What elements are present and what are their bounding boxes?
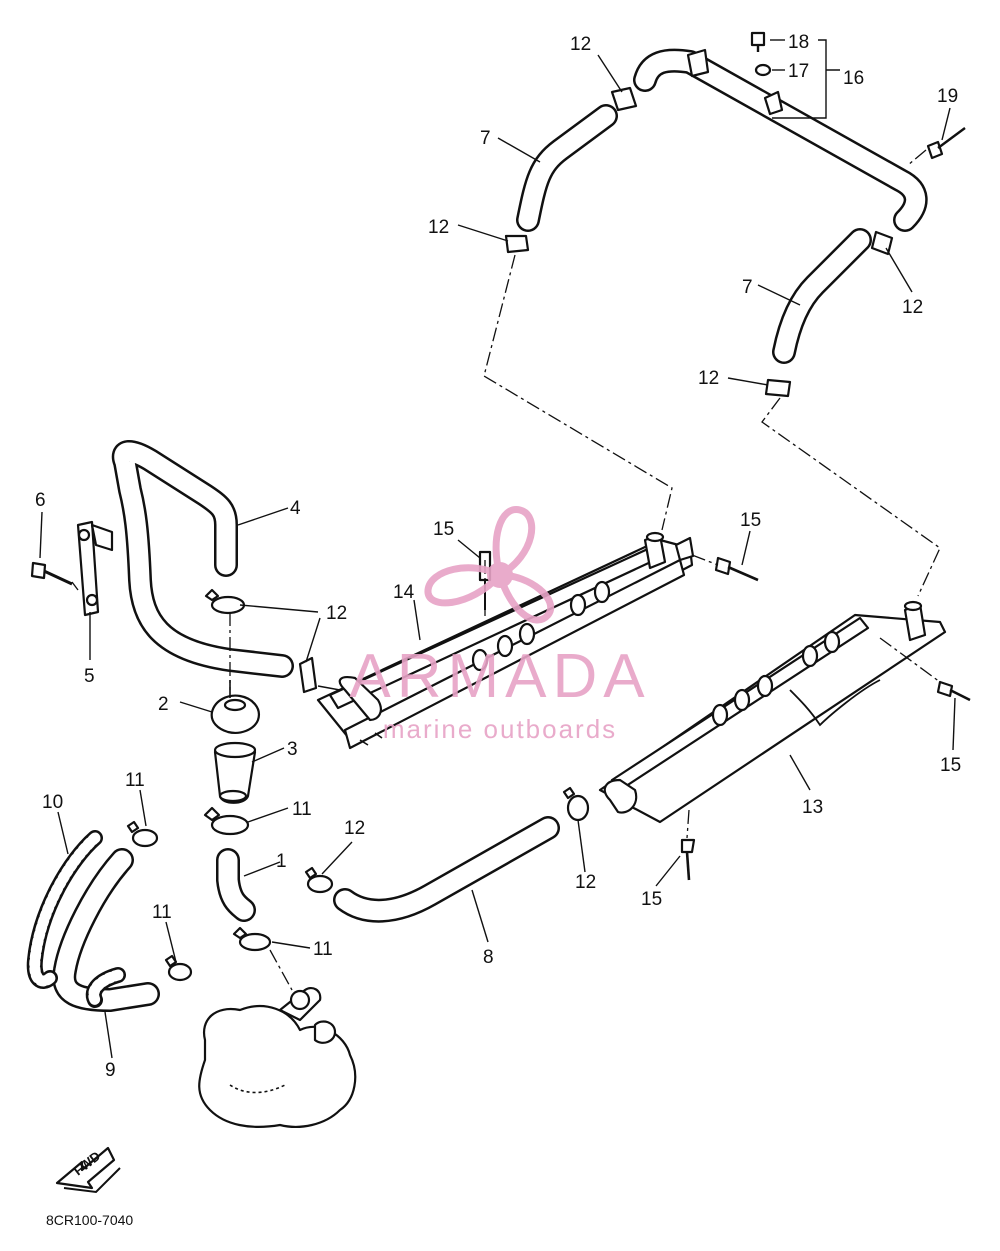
hose-clamp [870, 230, 894, 256]
callout-14: 14 [393, 582, 415, 603]
bolt-6 [30, 561, 73, 586]
callout-11: 11 [313, 939, 333, 960]
callout-3: 3 [287, 739, 298, 760]
callout-12: 12 [575, 872, 596, 893]
callout-12: 12 [326, 603, 347, 624]
callout-9: 9 [105, 1060, 116, 1081]
bolt-15 [936, 680, 971, 702]
thermostat-cover-2 [210, 680, 260, 734]
hose-clamp [204, 588, 246, 615]
bypass-pipe-16 [633, 48, 928, 232]
callout-13: 13 [802, 797, 823, 818]
callout-1: 1 [276, 851, 287, 872]
callout-19: 19 [937, 86, 958, 107]
callout-18: 18 [788, 32, 809, 53]
hose-clamp [764, 378, 792, 398]
bolt-18 [750, 31, 766, 52]
callout-6: 6 [35, 490, 46, 511]
water-jacket-13 [598, 600, 947, 824]
callout-2: 2 [158, 694, 169, 715]
thermostat-3 [213, 741, 257, 804]
callout-16: 16 [843, 68, 864, 89]
callout-5: 5 [84, 666, 95, 687]
callout-12: 12 [428, 217, 449, 238]
watermark-tagline: marine outboards [383, 714, 617, 744]
drawing-code: 8CR100-7040 [46, 1212, 133, 1228]
hose-1 [216, 848, 256, 922]
watermark: ARMADA marine outboards [349, 506, 650, 744]
callout-8: 8 [483, 947, 494, 968]
hose-7-upper [516, 104, 618, 232]
hose-clamp [298, 656, 318, 694]
corrugated-hose-10 [26, 830, 126, 1008]
hose-clamp [610, 86, 638, 112]
callout-15: 15 [740, 510, 761, 531]
leader-lines [39, 39, 956, 1059]
callout-12: 12 [570, 34, 591, 55]
callout-11: 11 [125, 770, 145, 791]
thermostat-housing [198, 986, 357, 1128]
hose-clamp [562, 786, 590, 822]
hose-clamp [504, 234, 530, 254]
fwd-arrow: FWD [55, 1146, 121, 1194]
hose-4 [111, 440, 294, 678]
watermark-brand: ARMADA [349, 642, 650, 711]
callout-15: 15 [641, 889, 662, 910]
propeller-logo [424, 506, 554, 624]
callout-15: 15 [940, 755, 961, 776]
screw-19 [926, 127, 966, 160]
hose-clamp [203, 806, 250, 836]
callout-11: 11 [152, 902, 172, 923]
hose-clamp [126, 820, 159, 848]
callout-4: 4 [290, 498, 301, 519]
bolt-15 [714, 556, 759, 582]
hose-7-lower [772, 228, 872, 364]
hose-clamp [164, 954, 193, 982]
callout-12: 12 [698, 368, 719, 389]
callout-12: 12 [344, 818, 365, 839]
callout-15: 15 [433, 519, 454, 540]
water-jacket-14 [316, 531, 695, 750]
bracket-5 [76, 520, 114, 617]
callouts: 12 7 12 18 17 16 19 12 7 12 4 6 5 15 14 … [35, 32, 961, 1081]
callout-17: 17 [788, 61, 809, 82]
callout-7: 7 [742, 277, 753, 298]
hose-clamp [304, 866, 334, 894]
callout-12: 12 [902, 297, 923, 318]
hose-clamp [686, 48, 710, 78]
hose-fitting [763, 90, 784, 116]
washer-17 [754, 63, 772, 77]
bolt-15 [680, 838, 696, 881]
callout-7: 7 [480, 128, 491, 149]
callout-11: 11 [292, 799, 312, 820]
hose-clamp [232, 926, 272, 952]
hose-8 [333, 816, 560, 923]
callout-10: 10 [42, 792, 63, 813]
